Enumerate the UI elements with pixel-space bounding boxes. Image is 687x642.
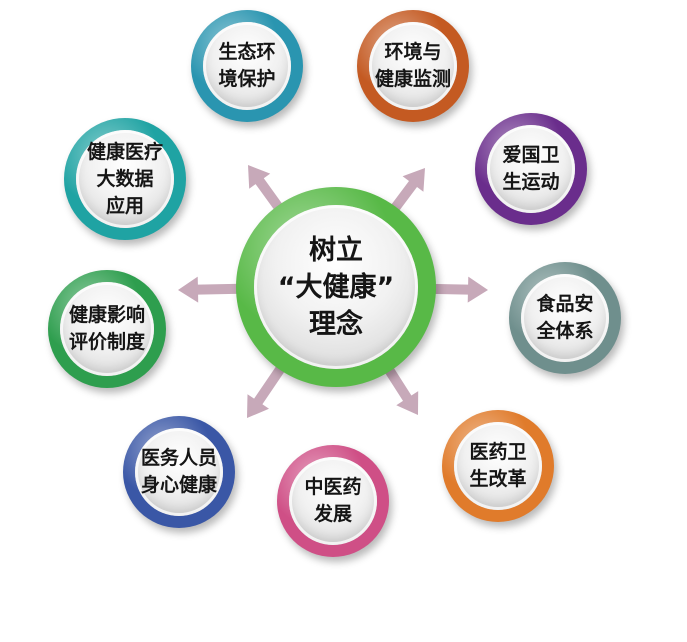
node-medical-staff-inner: 医务人员 身心健康 [135, 428, 223, 516]
node-patriotic: 爱国卫 生运动 [475, 113, 587, 225]
node-medical-reform-label: 医药卫 生改革 [469, 441, 527, 490]
node-food-safety: 食品安 全体系 [509, 262, 621, 374]
node-tcm: 中医药 发展 [277, 445, 389, 557]
node-tcm-label: 中医药 发展 [304, 476, 362, 525]
arrow-up-right [388, 168, 425, 214]
node-medical-reform-inner: 医药卫 生改革 [454, 422, 542, 510]
center-node-inner: 树立 “大健康” 理念 [254, 205, 418, 369]
node-impact-eval: 健康影响 评价制度 [48, 270, 166, 388]
node-env-health: 环境与 健康监测 [357, 10, 469, 122]
arrow-left [178, 276, 242, 303]
node-env-health-inner: 环境与 健康监测 [369, 22, 457, 110]
node-medical-staff-label: 医务人员 身心健康 [140, 447, 217, 496]
node-food-safety-label: 食品安 全体系 [536, 293, 594, 342]
node-ecological: 生态环 境保护 [191, 10, 303, 122]
node-patriotic-label: 爱国卫 生运动 [502, 144, 560, 193]
center-node-label: 树立 “大健康” 理念 [277, 234, 395, 340]
node-big-data: 健康医疗 大数据 应用 [64, 118, 186, 240]
node-big-data-label: 健康医疗 大数据 应用 [86, 140, 163, 217]
node-medical-reform: 医药卫 生改革 [442, 410, 554, 522]
node-big-data-inner: 健康医疗 大数据 应用 [76, 130, 174, 228]
node-medical-staff: 医务人员 身心健康 [123, 416, 235, 528]
arrow-up-left [248, 165, 285, 213]
node-impact-eval-inner: 健康影响 评价制度 [60, 282, 154, 376]
node-ecological-label: 生态环 境保护 [218, 41, 276, 90]
arrow-down-right [383, 364, 419, 415]
arrow-down-left [247, 362, 287, 418]
node-patriotic-inner: 爱国卫 生运动 [487, 125, 575, 213]
center-node: 树立 “大健康” 理念 [236, 187, 436, 387]
node-food-safety-inner: 食品安 全体系 [521, 274, 609, 362]
node-impact-eval-label: 健康影响 评价制度 [68, 304, 145, 353]
arrow-right [430, 276, 488, 303]
node-tcm-inner: 中医药 发展 [289, 457, 377, 545]
node-ecological-inner: 生态环 境保护 [203, 22, 291, 110]
node-env-health-label: 环境与 健康监测 [374, 41, 451, 90]
